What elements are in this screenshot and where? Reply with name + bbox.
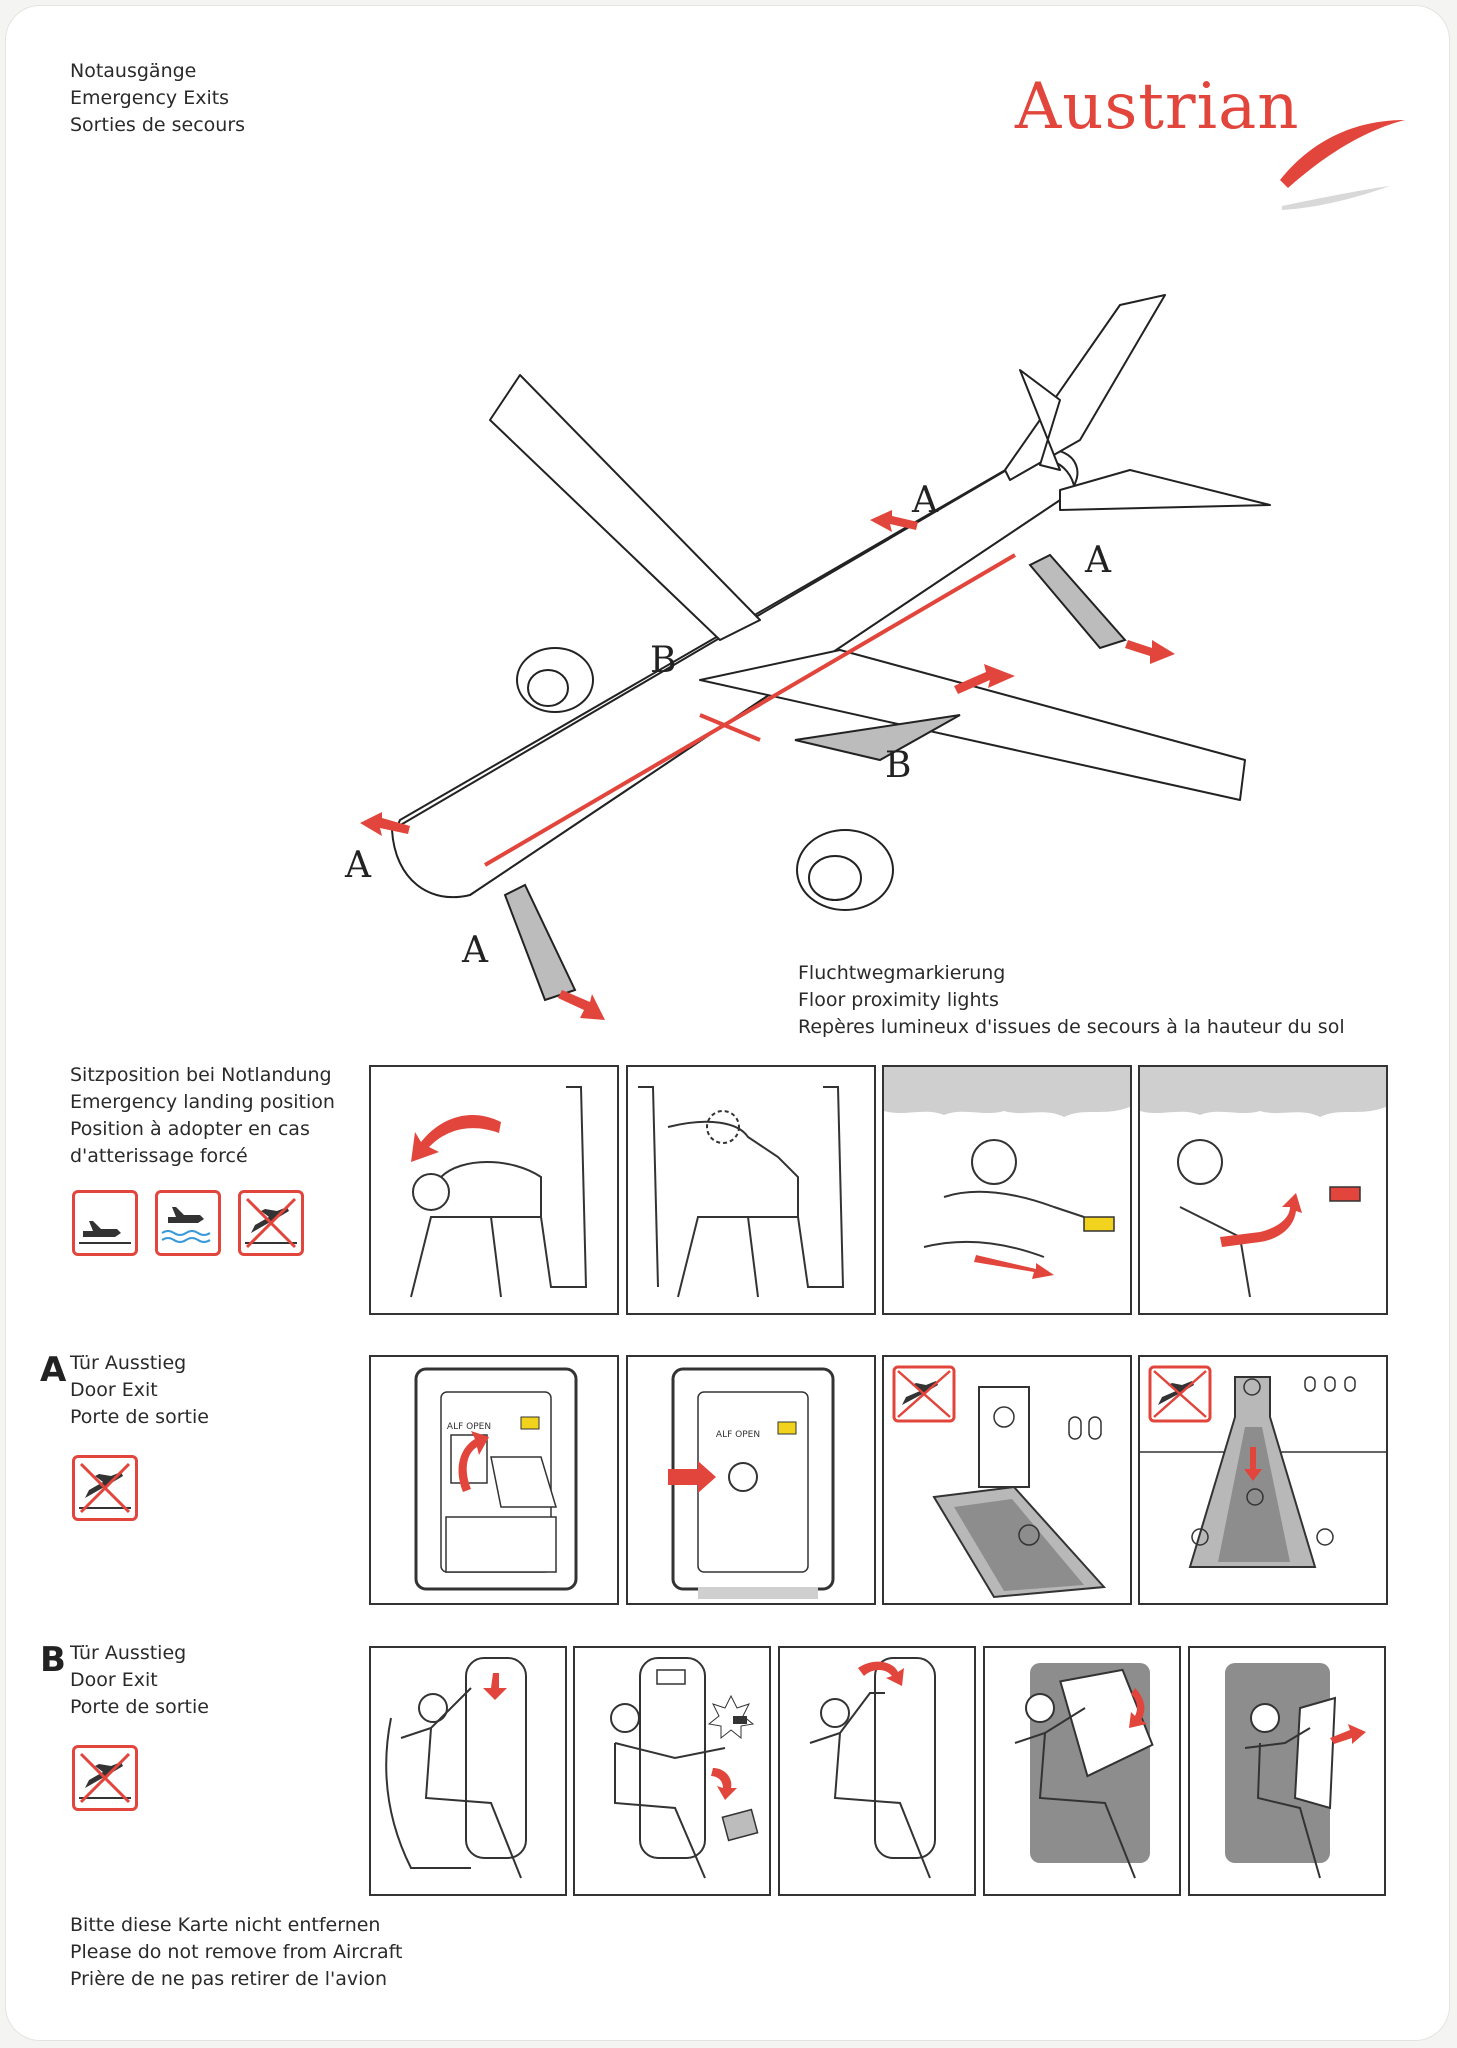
- door-placard: ALF OPEN: [447, 1422, 491, 1432]
- right-engine: [796, 829, 894, 911]
- crossed-takeoff-icon: [238, 1190, 304, 1256]
- exit-arrow: [558, 990, 605, 1020]
- crossed-takeoff-icon: [72, 1745, 138, 1811]
- exit-arrow: [360, 812, 410, 836]
- overwing-panel: [778, 1646, 976, 1896]
- left-engine: [516, 647, 594, 713]
- section-a-line: Door Exit: [70, 1379, 158, 1401]
- door-panel: ALF OPEN: [626, 1355, 876, 1605]
- floor-lights-line: Fluchtwegmarkierung: [798, 962, 1006, 984]
- floor-light-panel: [1138, 1065, 1388, 1315]
- exit-label-a: A: [1085, 540, 1111, 581]
- left-wing: [489, 374, 761, 641]
- exit-label-b: B: [885, 745, 912, 786]
- water-landing-icon: [155, 1190, 221, 1256]
- crossed-takeoff-icon: [72, 1455, 138, 1521]
- section-b-line: Door Exit: [70, 1669, 158, 1691]
- overwing-panel: [1188, 1646, 1386, 1896]
- rear-slide: [1028, 553, 1127, 650]
- exit-arrow: [870, 510, 918, 532]
- section-letter-b: B: [40, 1640, 66, 1680]
- footer-line: Bitte diese Karte nicht entfernen: [70, 1914, 381, 1936]
- footer-line: Prière de ne pas retirer de l'avion: [70, 1968, 388, 1990]
- door-panel: ALF OPEN: [369, 1355, 619, 1605]
- slide-panel: [882, 1355, 1132, 1605]
- section-b-caption: Tür Ausstieg Door Exit Porte de sortie: [70, 1640, 209, 1721]
- slide-panel: [1138, 1355, 1388, 1605]
- section-letter-a: A: [40, 1350, 67, 1390]
- header-title: Notausgänge Emergency Exits Sorties de s…: [70, 58, 245, 139]
- brand-logo: Austrian: [1015, 70, 1299, 144]
- footer-line: Please do not remove from Aircraft: [70, 1941, 403, 1963]
- right-wing: [699, 649, 1246, 801]
- overwing-panel: [573, 1646, 771, 1896]
- brace-line: Position à adopter en cas: [70, 1118, 310, 1140]
- overwing-panel: [983, 1646, 1181, 1896]
- floor-lights-line: Floor proximity lights: [798, 989, 999, 1011]
- floor-light-panel: [882, 1065, 1132, 1315]
- section-b-line: Tür Ausstieg: [70, 1642, 187, 1664]
- header-title-line: Emergency Exits: [70, 87, 230, 109]
- exit-arrow: [1125, 640, 1175, 664]
- brand-wordmark: Austrian: [1015, 70, 1300, 144]
- brace-line: d'atterissage forcé: [70, 1145, 248, 1167]
- brace-caption: Sitzposition bei Notlandung Emergency la…: [70, 1062, 335, 1170]
- section-b-line: Porte de sortie: [70, 1696, 209, 1718]
- floor-lights-caption: Fluchtwegmarkierung Floor proximity ligh…: [798, 960, 1345, 1041]
- footer-notice: Bitte diese Karte nicht entfernen Please…: [70, 1912, 402, 1993]
- brand-swoosh-icon: [1280, 120, 1405, 210]
- front-slide: [503, 883, 577, 1002]
- header-title-line: Sorties de secours: [70, 114, 246, 136]
- exit-label-b: B: [650, 640, 677, 681]
- brace-panel: [626, 1065, 876, 1315]
- exit-arrow: [954, 664, 1015, 694]
- wing-slide: [794, 714, 961, 762]
- exit-label-a: A: [912, 480, 938, 521]
- brace-line: Emergency landing position: [70, 1091, 335, 1113]
- brace-line: Sitzposition bei Notlandung: [70, 1064, 332, 1086]
- header-title-line: Notausgänge: [70, 60, 197, 82]
- brace-panel: [369, 1065, 619, 1315]
- overwing-panel: [369, 1646, 567, 1896]
- landing-icon: [72, 1190, 138, 1256]
- floor-lights-line: Repères lumineux d'issues de secours à l…: [798, 1016, 1345, 1038]
- exit-label-a: A: [462, 930, 488, 971]
- section-a-line: Tür Ausstieg: [70, 1352, 187, 1374]
- exit-label-a: A: [345, 845, 371, 886]
- section-a-line: Porte de sortie: [70, 1406, 209, 1428]
- section-a-caption: Tür Ausstieg Door Exit Porte de sortie: [70, 1350, 209, 1431]
- aircraft-diagram: [360, 294, 1271, 1020]
- door-placard: ALF OPEN: [716, 1430, 760, 1440]
